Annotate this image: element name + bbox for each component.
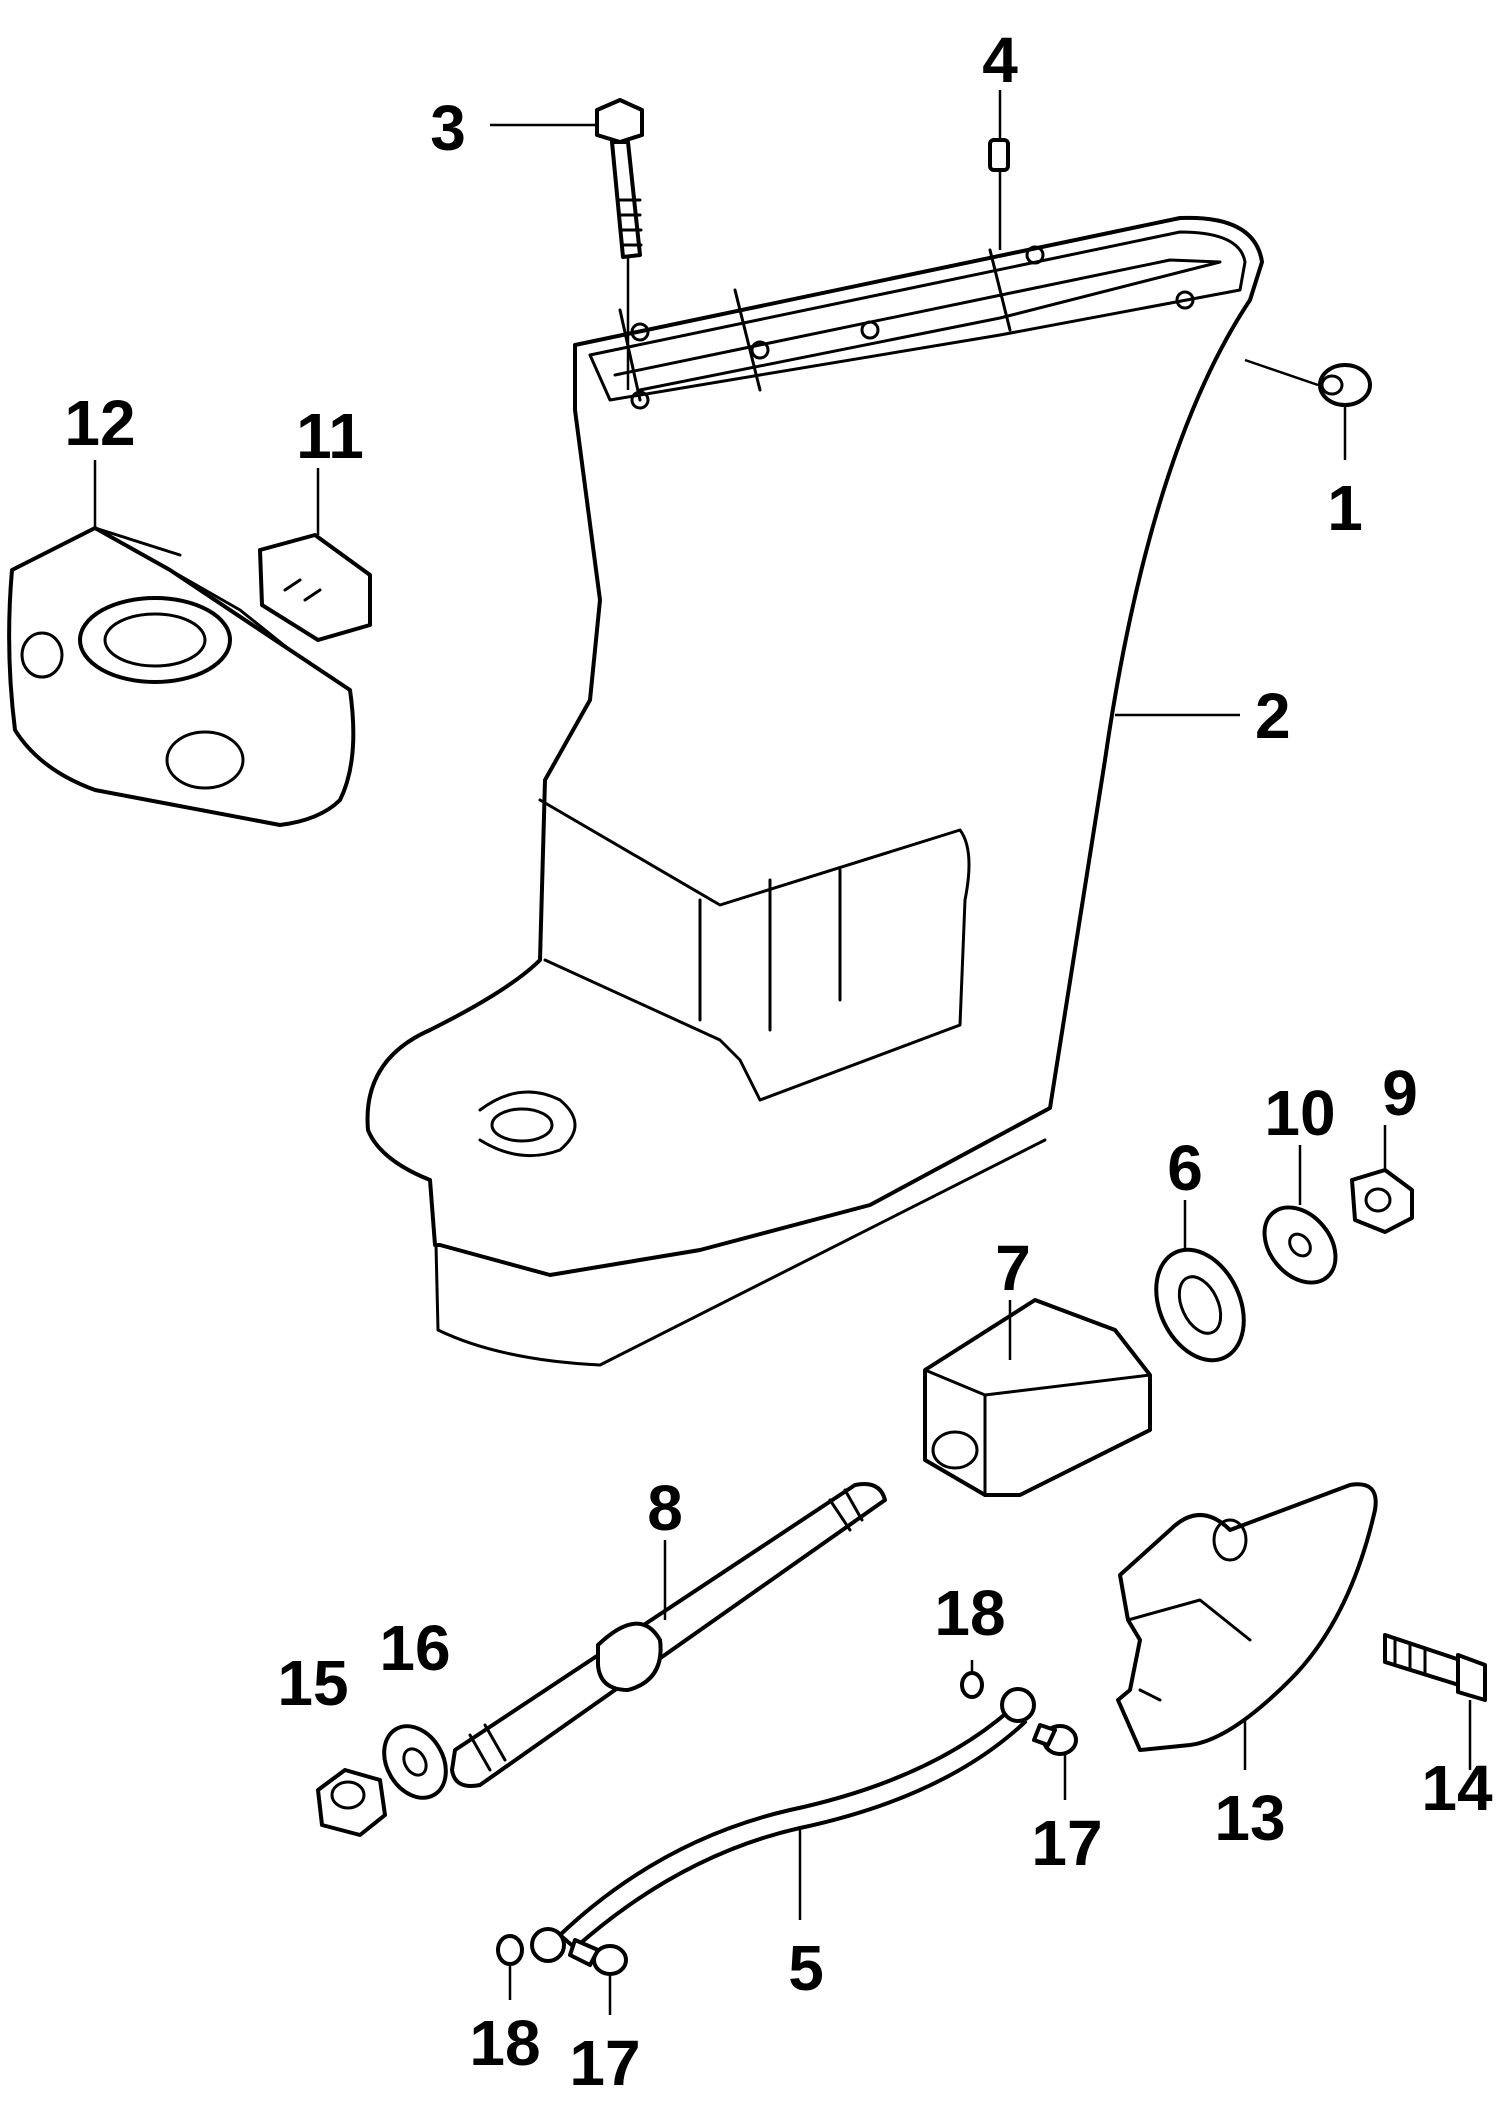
dowel-pin [988, 138, 1010, 172]
callout-4: 4 [982, 24, 1018, 96]
washer-tiny-upper [960, 1671, 984, 1699]
washer-large [1154, 1247, 1246, 1363]
callout-9: 9 [1382, 1057, 1418, 1129]
callout-14: 14 [1421, 1752, 1493, 1824]
callout-13: 13 [1214, 1782, 1285, 1854]
bolt [595, 98, 644, 390]
callout-16: 16 [379, 1612, 450, 1684]
callout-8: 8 [647, 1472, 683, 1544]
drive-shaft-housing [365, 215, 1264, 1367]
stud-shaft [450, 1482, 887, 1788]
nut-lower [316, 1768, 387, 1837]
leader-1b [1244, 358, 1319, 387]
rubber-pad [258, 533, 372, 642]
rubber-mount [923, 1298, 1152, 1497]
washer-tiny-lower [496, 1934, 524, 1966]
callout-7: 7 [995, 1232, 1031, 1304]
callout-2: 2 [1255, 680, 1291, 752]
callout-15: 15 [277, 1647, 348, 1719]
callout-11: 11 [296, 400, 364, 472]
callout-12: 12 [64, 387, 135, 459]
washer-lower [382, 1724, 448, 1800]
callout-6: 6 [1167, 1132, 1203, 1204]
exhaust-cover [1116, 1482, 1378, 1752]
callout-10: 10 [1264, 1077, 1335, 1149]
cover-bolt [1383, 1633, 1487, 1702]
clamp-bracket [7, 526, 356, 827]
callout-17-lower: 17 [569, 2027, 640, 2099]
screw-upper [1032, 1723, 1078, 1756]
callout-3: 3 [430, 92, 466, 164]
washer-small [1262, 1205, 1338, 1285]
ground-strap [530, 1687, 1036, 1963]
callout-1: 1 [1327, 472, 1363, 544]
callout-18-upper: 18 [934, 1577, 1005, 1649]
callout-5: 5 [788, 1932, 824, 2004]
screw-lower [568, 1938, 628, 1976]
grommet [1318, 363, 1372, 407]
nut-upper [1350, 1168, 1414, 1234]
callout-18-lower: 18 [469, 2007, 540, 2079]
callout-17-upper: 17 [1031, 1807, 1102, 1879]
